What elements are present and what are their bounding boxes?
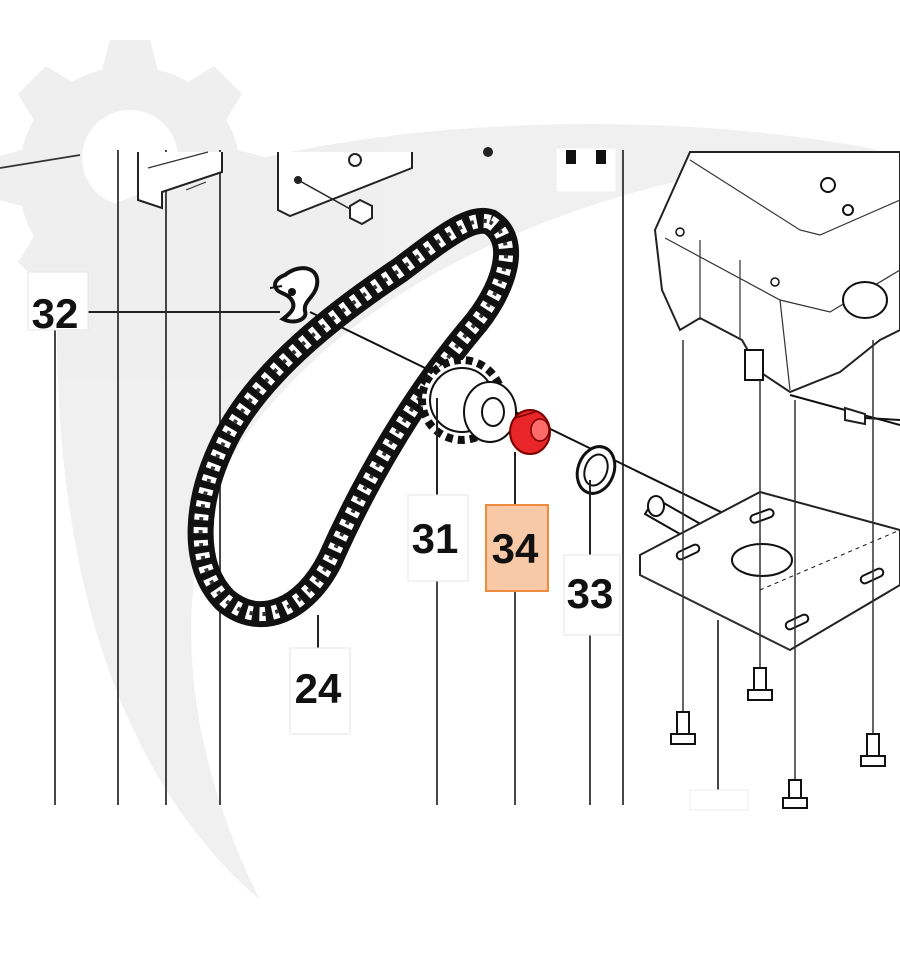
callout-label-31: 31 <box>412 515 459 562</box>
sprocket-part <box>418 356 517 444</box>
callout-label-32: 32 <box>32 290 79 337</box>
callout-33[interactable]: 33 <box>563 554 621 636</box>
callout-32[interactable]: 32 <box>27 271 89 337</box>
circlip-part <box>269 266 320 324</box>
washer-part <box>575 445 617 495</box>
watermark-logo <box>0 40 880 900</box>
top-bracket <box>137 147 617 226</box>
callout-34-highlighted[interactable]: 34 <box>485 504 549 592</box>
callout-label-24: 24 <box>295 665 342 712</box>
callout-leaders <box>88 311 749 811</box>
bolts <box>670 340 886 809</box>
callout-label-33: 33 <box>567 570 614 617</box>
roller-chain <box>187 207 519 628</box>
bushing-part-highlighted <box>509 409 551 455</box>
motor-housing <box>653 151 900 426</box>
callout-24[interactable]: 24 <box>289 647 351 735</box>
callout-label-34: 34 <box>492 525 539 572</box>
callout-31[interactable]: 31 <box>407 494 469 582</box>
